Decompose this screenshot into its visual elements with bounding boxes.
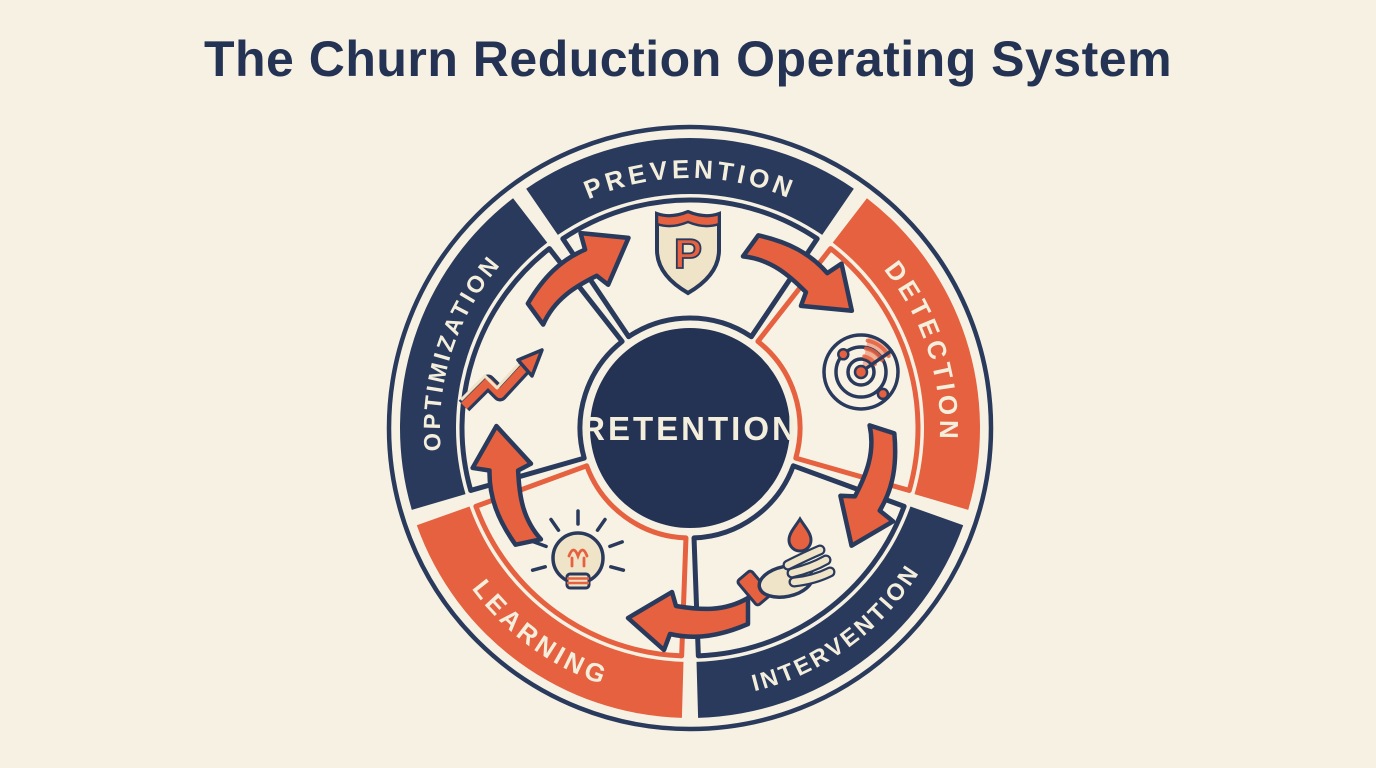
retention-hub [590, 328, 790, 528]
radar-icon [822, 333, 900, 411]
trend-up-arrow-icon [458, 348, 544, 412]
outer-ring [386, 124, 994, 732]
segment-detection-band [832, 198, 980, 510]
segment-prevention-band [526, 138, 854, 235]
flow-arrow-1 [525, 230, 631, 327]
droplet-icon [787, 516, 813, 553]
flow-arrow-4 [625, 589, 751, 653]
shield-icon: P [655, 209, 721, 296]
segment-bands-layer [400, 138, 980, 718]
hand-droplet-icon [736, 516, 836, 607]
segment-optimization-band [400, 198, 548, 510]
flow-arrow-5 [470, 423, 544, 547]
segment-icons-layer: P [458, 209, 900, 607]
flow-arrow-2 [740, 233, 855, 313]
lightbulb-icon [530, 509, 626, 590]
retention-label: RETENTION [581, 410, 799, 447]
shield-letter: P [674, 230, 702, 277]
page-title: The Churn Reduction Operating System [203, 31, 1173, 87]
segment-intervention-band [696, 506, 964, 718]
flow-arrow-3 [838, 423, 898, 548]
segment-learning-band [416, 506, 684, 718]
flow-arrows-layer [470, 230, 898, 653]
